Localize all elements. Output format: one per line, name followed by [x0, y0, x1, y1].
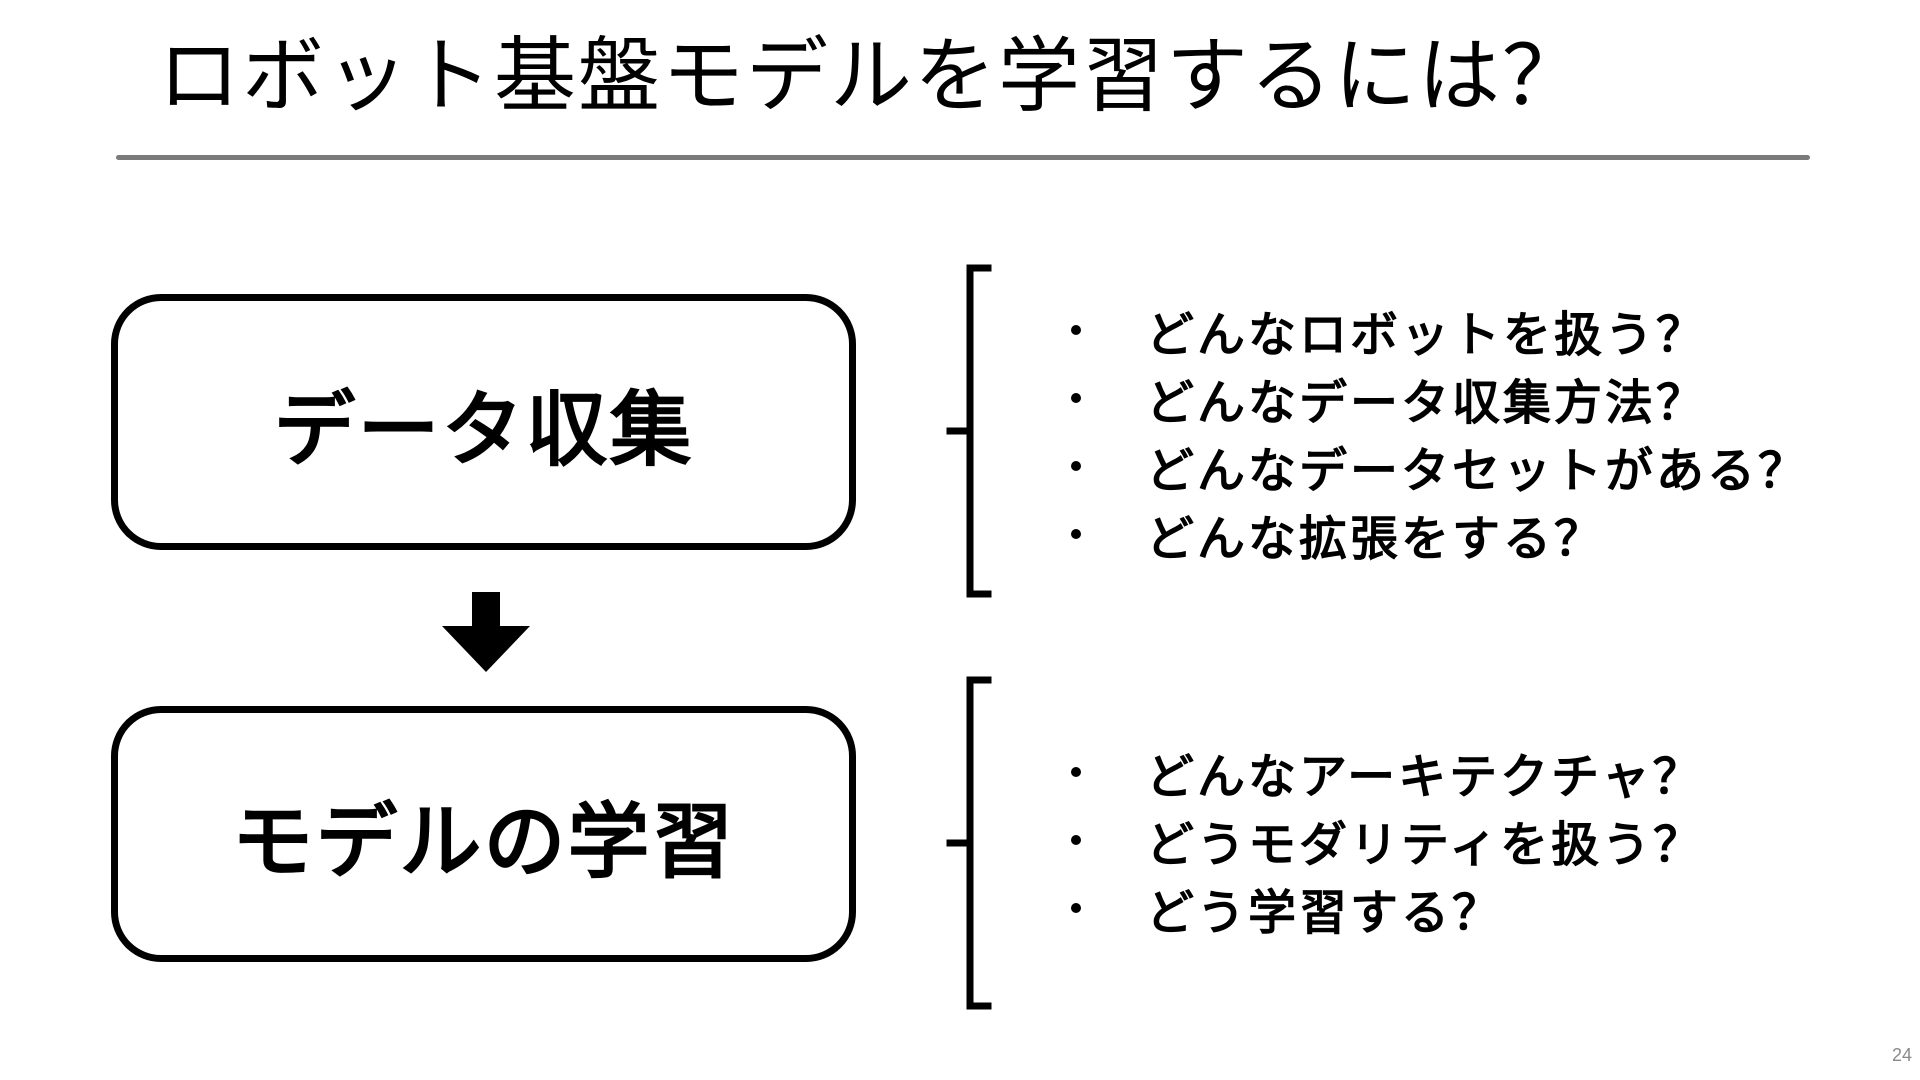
slide-title: ロボット基盤モデルを学習するには？: [158, 29, 1587, 124]
question-text: どんなアーキテクチャ？: [1146, 749, 1704, 805]
model-training-label: モデルの学習: [231, 794, 736, 890]
model-training-questions: どんなアーキテクチャ？ どうモダリティを扱う？ どう学習する？: [1056, 738, 1704, 942]
data-collection-questions: どんなロボットを扱う？ どんなデータ収集方法？ どんなデータセットがある？ どん…: [1056, 296, 1809, 568]
question-text: どんなデータセットがある？: [1146, 443, 1810, 499]
question-text: どんなデータ収集方法？: [1146, 375, 1708, 431]
question-text: どんな拡張をする？: [1146, 511, 1606, 567]
page-number: 24: [1891, 1045, 1912, 1065]
list-item: どんなアーキテクチャ？: [1056, 738, 1704, 806]
title-divider: [116, 155, 1810, 160]
bullet-icon: [1071, 903, 1081, 913]
data-collection-bracket: [946, 264, 992, 598]
bullet-icon: [1071, 835, 1081, 845]
list-item: どんなデータセットがある？: [1056, 432, 1809, 500]
data-collection-box: データ収集: [111, 294, 856, 550]
list-item: どんなロボットを扱う？: [1056, 296, 1809, 364]
list-item: どんなデータ収集方法？: [1056, 364, 1809, 432]
down-arrow-icon: [442, 592, 530, 672]
bullet-icon: [1071, 393, 1081, 403]
bullet-icon: [1071, 529, 1081, 539]
model-training-bracket: [946, 676, 992, 1010]
question-text: どう学習する？: [1146, 885, 1504, 941]
question-text: どうモダリティを扱う？: [1146, 817, 1705, 873]
model-training-box: モデルの学習: [111, 706, 856, 962]
bullet-icon: [1071, 767, 1081, 777]
list-item: どうモダリティを扱う？: [1056, 806, 1704, 874]
data-collection-label: データ収集: [273, 382, 694, 478]
list-item: どんな拡張をする？: [1056, 500, 1809, 568]
bullet-icon: [1071, 461, 1081, 471]
question-text: どんなロボットを扱う？: [1146, 307, 1708, 363]
list-item: どう学習する？: [1056, 874, 1704, 942]
bullet-icon: [1071, 325, 1081, 335]
